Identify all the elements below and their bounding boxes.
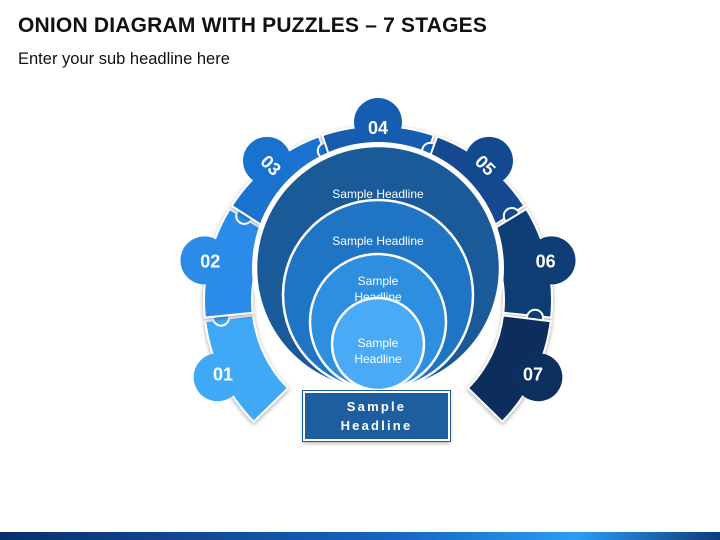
puzzle-tab-06 xyxy=(527,236,576,285)
puzzle-tab-04 xyxy=(354,98,402,146)
onion-layer-label-3: Sample xyxy=(358,274,399,288)
stage-label-06: 06 xyxy=(536,252,556,272)
onion-layer-4 xyxy=(330,296,426,392)
onion-base-box: Sample Headline xyxy=(303,391,450,441)
puzzle-tab-02 xyxy=(180,236,229,285)
page-subtitle: Enter your sub headline here xyxy=(18,50,230,68)
stage-label-07: 07 xyxy=(523,365,543,385)
puzzle-tab-01 xyxy=(193,353,242,402)
footer-bar xyxy=(0,532,720,540)
onion-layer-label-4: Headline xyxy=(354,352,402,366)
page-title: ONION DIAGRAM WITH PUZZLES – 7 STAGES xyxy=(18,14,488,37)
puzzle-tab-05 xyxy=(464,136,513,185)
onion-layer-label-4: Sample xyxy=(358,336,399,350)
stage-label-02: 02 xyxy=(200,252,220,272)
puzzle-tab-07 xyxy=(514,353,563,402)
puzzle-piece-07 xyxy=(466,314,552,424)
onion-base-label: Sample Headline xyxy=(340,399,413,433)
onion-layer-label-1: Sample Headline xyxy=(332,187,424,201)
puzzle-gear xyxy=(180,98,576,424)
puzzle-tab-03 xyxy=(243,136,292,185)
stage-label-04: 04 xyxy=(368,118,388,138)
stage-label-01: 01 xyxy=(213,365,233,385)
puzzle-piece-01 xyxy=(204,314,290,424)
onion-layer-label-2: Sample Headline xyxy=(332,234,424,248)
